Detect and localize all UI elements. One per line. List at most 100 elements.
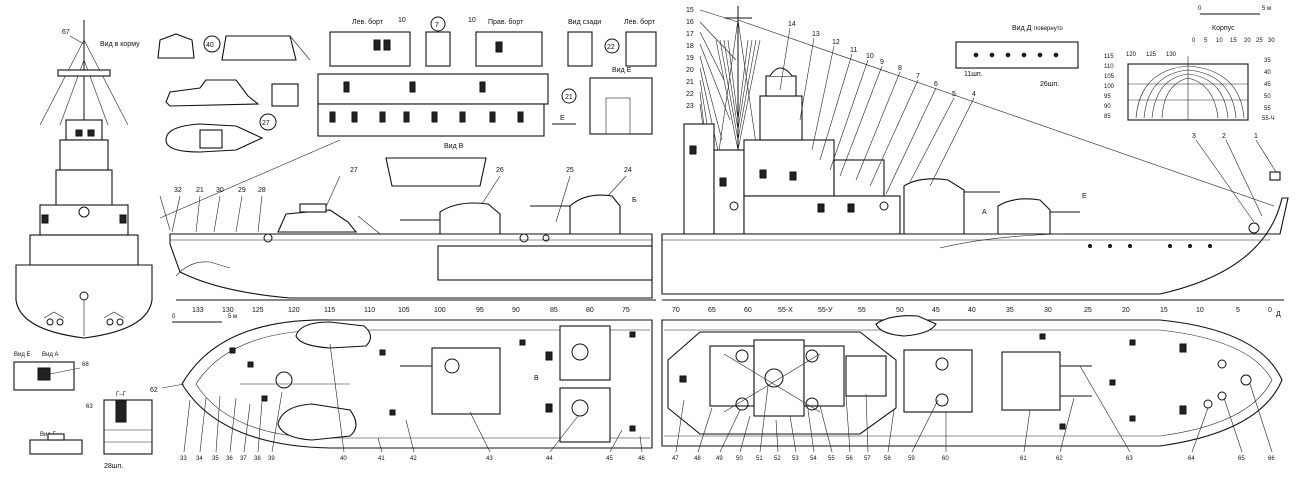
- callout-9: 9: [880, 59, 884, 66]
- label-shp28: 28шп.: [104, 463, 123, 470]
- side-elevation-stern: 27 26 25 24 Б 32 21 30 29 28: [159, 167, 653, 299]
- callout-30: 30: [216, 187, 224, 194]
- callout-3: 3: [1192, 133, 1196, 140]
- frame-70: 70: [672, 307, 680, 314]
- frame-120: 120: [288, 307, 300, 314]
- bf-r-40: 40: [1264, 70, 1271, 76]
- plan-callout-38: 38: [254, 456, 261, 462]
- view-d-detail: Вид Д повернуто 26шп. 11шп.: [955, 25, 1079, 88]
- label-shp26: 26шп.: [1040, 81, 1059, 88]
- bf-125: 125: [1146, 52, 1157, 58]
- label-section-gg: Г–Г: [116, 392, 127, 398]
- plan-callout-42: 42: [410, 456, 417, 462]
- frame-115: 115: [324, 307, 335, 314]
- plan-callout-48: 48: [694, 456, 701, 462]
- plan-callout-44: 44: [546, 456, 553, 462]
- callout-27b: 27: [350, 167, 358, 174]
- frame-125: 125: [252, 307, 264, 314]
- frame-80: 80: [586, 307, 594, 314]
- callout-21c: 21: [686, 79, 694, 86]
- bf-r-15: 15: [1230, 38, 1237, 44]
- frame-10: 10: [1196, 307, 1204, 314]
- frame-110: 110: [364, 307, 375, 314]
- callout-16: 16: [686, 19, 694, 26]
- label-prav-bort: Прав. борт: [488, 18, 524, 26]
- frame-45: 45: [932, 307, 940, 314]
- callout-11: 11: [850, 47, 857, 54]
- plan-callout-59: 59: [908, 456, 915, 462]
- plan-callout-64: 64: [1188, 456, 1195, 462]
- bf-r-0: 0: [1192, 38, 1196, 44]
- plan-callout-47: 47: [672, 456, 679, 462]
- plan-callout-55: 55: [828, 456, 835, 462]
- frame-15: 15: [1160, 307, 1168, 314]
- bf-r-45: 45: [1264, 82, 1271, 88]
- bf-r-30: 30: [1268, 38, 1275, 44]
- callout-10a: 10: [398, 17, 406, 24]
- plan-callout-40: 40: [340, 456, 347, 462]
- frame-60: 60: [744, 307, 752, 314]
- frame-50: 50: [896, 307, 904, 314]
- frame-25: 25: [1084, 307, 1092, 314]
- label-vid-e-small: Вид Е: [14, 352, 31, 358]
- callout-24: 24: [624, 167, 632, 174]
- plan-callout-45: 45: [606, 456, 613, 462]
- frame-65: 65: [708, 307, 716, 314]
- bf-r-5: 5: [1204, 38, 1208, 44]
- plan-callout-53: 53: [792, 456, 799, 462]
- plan-callout-56: 56: [846, 456, 853, 462]
- callout-17: 17: [686, 31, 694, 38]
- bf-r-55: 55: [1264, 106, 1271, 112]
- bf-105: 105: [1104, 74, 1115, 80]
- callout-28: 28: [258, 187, 266, 194]
- frame-133: 133: [192, 307, 204, 314]
- plan-callout-46: 46: [638, 456, 645, 462]
- stern-view: Вид в корму 67: [15, 20, 153, 339]
- frame-130: 130: [222, 307, 234, 314]
- label-lev-bort-2: Лев. борт: [624, 18, 656, 26]
- frame-90: 90: [512, 307, 520, 314]
- plan-callout-65: 65: [1238, 456, 1245, 462]
- callout-19: 19: [686, 55, 694, 62]
- bf-r-20: 20: [1244, 38, 1251, 44]
- bf-r-25: 25: [1256, 38, 1263, 44]
- frame-scale-left: 133 130 125 120 115 110 105 100 95 90 85…: [172, 299, 656, 323]
- frame-95: 95: [476, 307, 484, 314]
- bf-100: 100: [1104, 84, 1115, 90]
- callout-2: 2: [1222, 133, 1226, 140]
- callout-1: 1: [1254, 133, 1258, 140]
- body-plan: Корпус 0 5 м 115 110 105 100 95 90 85 12…: [1104, 6, 1275, 122]
- plan-callout-49: 49: [716, 456, 723, 462]
- plan-callout-57: 57: [864, 456, 871, 462]
- plan-callout-51: 51: [756, 456, 763, 462]
- callout-29: 29: [238, 187, 246, 194]
- frame-105: 105: [398, 307, 410, 314]
- plan-callout-41: 41: [378, 456, 385, 462]
- plan-callout-63: 63: [1126, 456, 1133, 462]
- bf-95: 95: [1104, 94, 1111, 100]
- bf-r-55ch: 55-Ч: [1262, 116, 1275, 122]
- callout-13: 13: [812, 31, 820, 38]
- callout-14: 14: [788, 21, 796, 28]
- frame-75: 75: [622, 307, 630, 314]
- letter-e2: Е: [1082, 193, 1087, 200]
- callout-10b: 10: [468, 17, 476, 24]
- scale-5m: 5 м: [228, 314, 237, 320]
- plan-view-bow: Д 47 48 49 50 51 52 53 54 55 56 57 58 59…: [661, 311, 1283, 462]
- bf-r-50: 50: [1264, 94, 1271, 100]
- label-vid-a-small: Вид А: [42, 352, 59, 358]
- frame-100: 100: [434, 307, 446, 314]
- superstructure-views: Лев. борт 10 7 10 Прав. борт Вид сзади 2…: [159, 16, 657, 219]
- label-vid-v: Вид В: [444, 143, 464, 150]
- frame-30: 30: [1044, 307, 1052, 314]
- frame-35: 35: [1006, 307, 1014, 314]
- callout-62a: 62: [150, 387, 158, 394]
- plan-callout-35: 35: [212, 456, 219, 462]
- frame-55y: 55-У: [818, 307, 833, 314]
- plan-callout-62: 62: [1056, 456, 1063, 462]
- bf-r-35: 35: [1264, 58, 1271, 64]
- label-vid-e-top: Вид Е: [612, 67, 632, 74]
- callout-40: 40: [206, 42, 214, 49]
- letter-d: Д: [1276, 311, 1281, 318]
- boat-details: 40 27: [157, 33, 311, 153]
